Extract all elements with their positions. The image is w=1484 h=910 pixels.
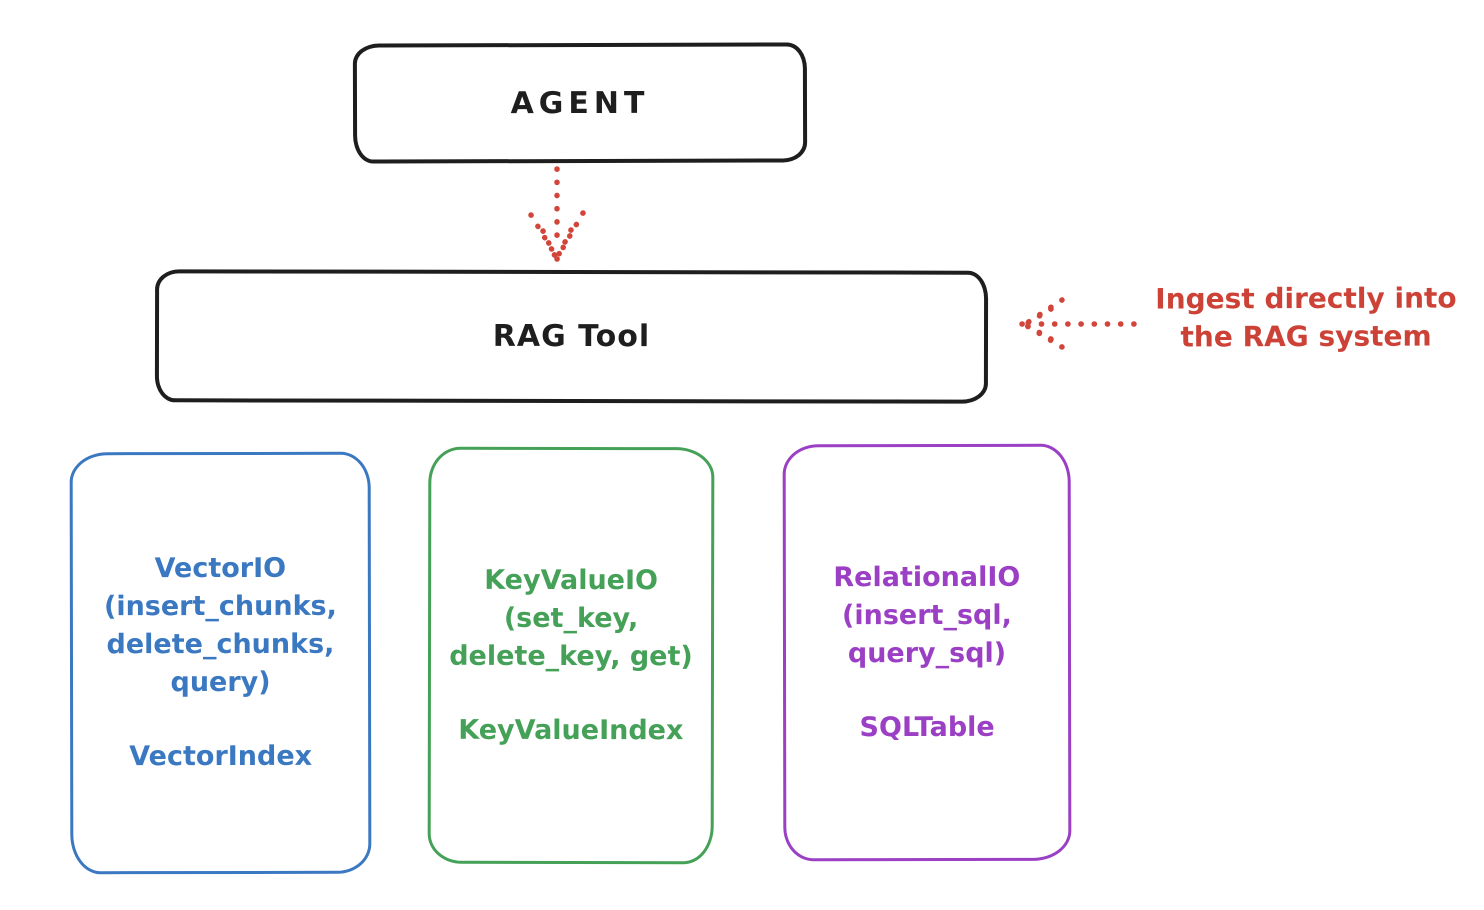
relational-io-node: RelationalIO (insert_sql, query_sql) SQL… [782, 443, 1072, 862]
vector-io-method-line: delete_chunks, [106, 628, 335, 661]
keyvalue-io-method-line: (set_key, [503, 602, 639, 634]
ingest-annotation-line-2: the RAG system [1180, 319, 1432, 354]
agent-to-rag-tool-arrow [528, 166, 586, 262]
agent-node: AGENT [352, 42, 808, 164]
vector-io-node: VectorIO (insert_chunks, delete_chunks, … [69, 451, 372, 875]
keyvalue-io-method-line: delete_key, get) [449, 640, 693, 672]
keyvalue-io-node: KeyValueIO (set_key, delete_key, get) Ke… [427, 446, 715, 865]
rag-tool-node: RAG Tool [154, 269, 989, 404]
annotation-to-rag-tool-arrow [1019, 297, 1137, 350]
vector-io-index-label: VectorIndex [129, 740, 313, 773]
relational-io-index-label: SQLTable [859, 711, 995, 743]
rag-tool-node-label: RAG Tool [492, 318, 651, 355]
ingest-annotation-line-1: Ingest directly into [1155, 281, 1457, 316]
relational-io-method-line: (insert_sql, [841, 599, 1012, 631]
vector-io-method-line: (insert_chunks, [103, 590, 337, 623]
vector-io-title: VectorIO [154, 552, 287, 585]
relational-io-method-line: query_sql) [847, 637, 1007, 669]
keyvalue-io-title: KeyValueIO [484, 564, 659, 596]
relational-io-title: RelationalIO [833, 561, 1021, 593]
ingest-annotation: Ingest directly into the RAG system [1138, 279, 1474, 356]
agent-node-label: AGENT [510, 85, 650, 121]
vector-io-method-line: query) [170, 666, 271, 699]
keyvalue-io-index-label: KeyValueIndex [458, 714, 684, 746]
